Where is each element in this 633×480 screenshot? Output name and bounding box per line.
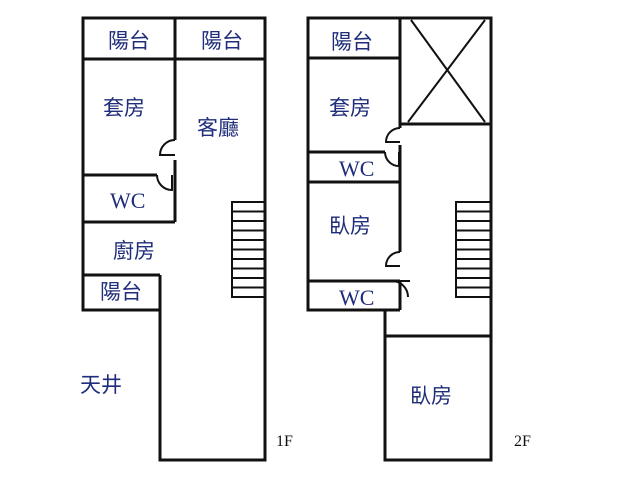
room-label: 廚房 <box>113 239 155 263</box>
room-label: 套房 <box>103 96 145 120</box>
door-icon <box>384 251 401 267</box>
stairs-icon <box>455 201 492 298</box>
room-label: 套房 <box>329 96 371 120</box>
room-label: WC <box>110 188 145 213</box>
room-label: 陽台 <box>201 29 243 53</box>
room-label: 天井 <box>80 373 122 397</box>
room-label: 客廳 <box>197 116 239 140</box>
stairs-icon <box>231 201 266 298</box>
room-label: 陽台 <box>108 29 150 53</box>
door-icon <box>384 127 401 143</box>
room-label: 臥房 <box>410 384 452 408</box>
floor-label: 2F <box>514 433 531 450</box>
door-icon <box>391 280 410 298</box>
floor-2: 陽台 套房 WC 臥房 WC 臥房 2F <box>306 16 531 462</box>
room-label: 臥房 <box>329 214 371 238</box>
room-label: 陽台 <box>331 30 373 54</box>
door-icon <box>158 139 176 156</box>
room-label: WC <box>339 156 374 181</box>
floor-1: 陽台 陽台 套房 客廳 WC 廚房 陽台 天井 1F <box>80 16 293 462</box>
door-icon <box>384 151 400 168</box>
void-x-icon <box>407 19 486 123</box>
room-label: WC <box>339 285 374 310</box>
floor-1-outer-wall <box>81 16 267 462</box>
floor-label: 1F <box>276 433 293 450</box>
room-label: 陽台 <box>100 280 142 304</box>
door-icon <box>156 174 173 192</box>
wall <box>83 273 162 310</box>
